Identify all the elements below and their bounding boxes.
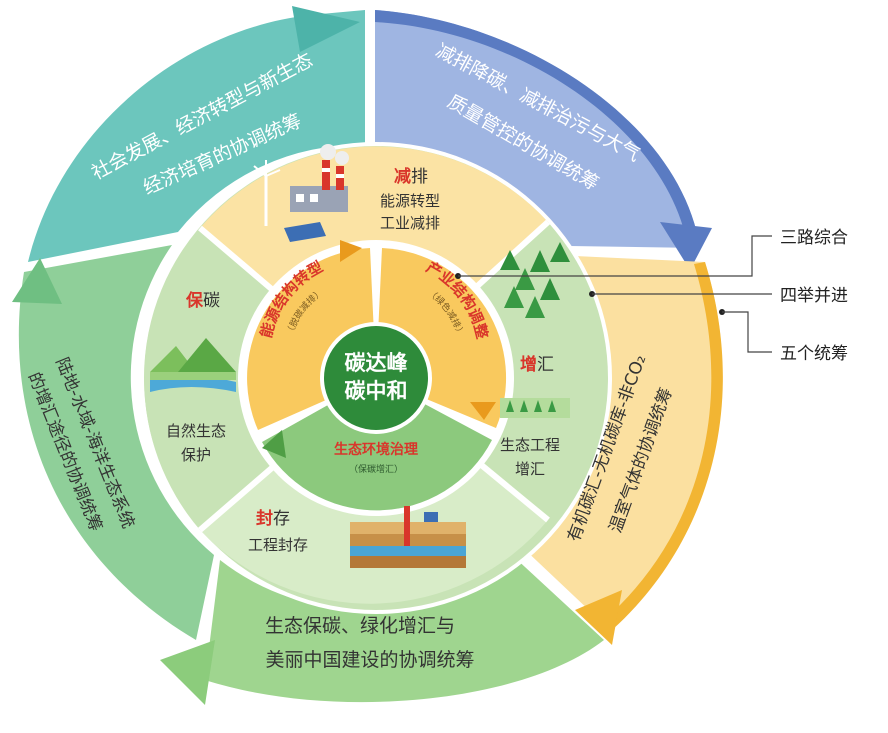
geology-icon: [350, 506, 466, 568]
outer-bottom-line1: 生态保碳、绿化增汇与: [265, 615, 455, 637]
reduce-line1: 能源转型: [380, 192, 440, 210]
outer-ring: [12, 6, 723, 705]
orange-arrow-icon: [575, 590, 622, 645]
legend-four-measures: 四举并进: [780, 286, 848, 306]
orange-arrow-stripe: [604, 262, 723, 630]
store-title: 封存: [256, 508, 290, 529]
wind-turbine-icon: [253, 160, 281, 226]
inner-segment-ecology: [262, 378, 492, 511]
reduce-line2: 工业减排: [380, 214, 440, 232]
ecology-arrow-icon: [262, 430, 286, 458]
blue-arrow-stripe: [375, 10, 700, 248]
outer-segment-top-right: [375, 10, 700, 248]
keep-line1: 自然生态: [166, 422, 226, 440]
left-arrow-icon: [12, 258, 62, 304]
solar-panel-icon: [284, 222, 326, 242]
inner-title-ecology: 生态环境治理: [334, 441, 418, 458]
keep-title: 保碳: [185, 290, 220, 311]
blue-arrow-icon: [660, 222, 712, 270]
legend: 三路综合 四举并进 五个统筹: [455, 228, 848, 364]
center-line1: 碳达峰: [345, 351, 408, 375]
teal-arrow-icon: [292, 6, 360, 52]
inner-sub-ecology: （保碳增汇）: [349, 463, 403, 475]
reduce-title: 减排: [394, 166, 428, 187]
seedlings-icon: [500, 398, 570, 418]
green-arrow-icon: [160, 640, 215, 705]
outer-segment-top-left: [28, 10, 365, 262]
store-line1: 工程封存: [248, 536, 308, 554]
factory-icon: [290, 144, 349, 212]
legend-five-coordination: 五个统筹: [780, 344, 848, 364]
industry-arrow-icon: [470, 402, 496, 420]
center-line2: 碳中和: [345, 379, 408, 403]
increase-line2: 增汇: [515, 460, 545, 478]
increase-title: 增汇: [520, 354, 554, 375]
legend-three-roads: 三路综合: [780, 228, 848, 248]
outer-bottom-line2: 美丽中国建设的协调统筹: [265, 649, 474, 671]
outer-segment-bottom: [205, 555, 604, 703]
outer-label-bottom: 生态保碳、绿化增汇与 美丽中国建设的协调统筹: [265, 615, 475, 671]
landscape-icon: [150, 338, 236, 392]
forest-icon: [500, 242, 570, 318]
outer-segment-left: [18, 245, 215, 640]
energy-arrow-icon: [340, 240, 362, 262]
center-circle: [324, 326, 428, 430]
increase-line1: 生态工程: [500, 436, 560, 454]
keep-line2: 保护: [181, 446, 211, 464]
